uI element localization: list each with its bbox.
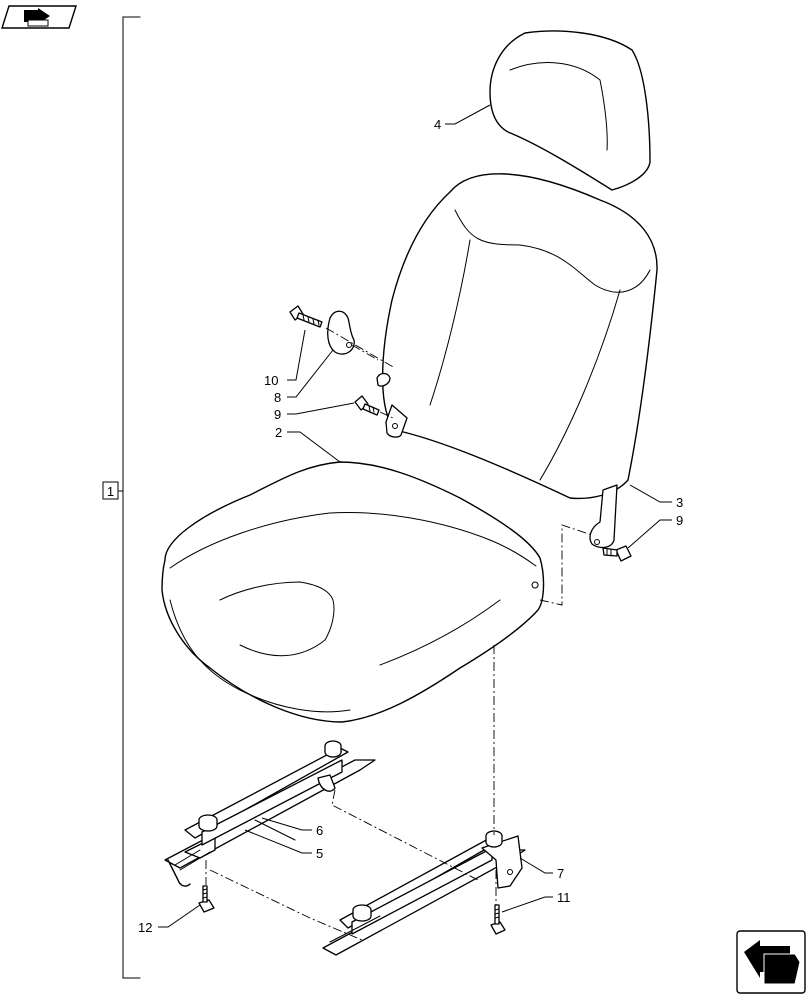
headrest <box>489 30 651 191</box>
seat-slide-rail-left <box>164 740 376 887</box>
backrest-bracket-left <box>385 404 408 438</box>
callout-5: 5 <box>316 846 323 861</box>
callout-11: 11 <box>557 890 571 905</box>
callout-12: 12 <box>138 920 152 935</box>
nav-arrow-tag-icon[interactable] <box>1 5 77 29</box>
callout-7: 7 <box>557 866 564 881</box>
callout-labels: 4 2 3 9 10 8 9 6 5 7 11 12 <box>138 117 683 935</box>
backrest <box>376 173 658 500</box>
next-page-arrow-icon[interactable] <box>736 930 806 994</box>
assembly-bracket: 1 <box>102 16 141 979</box>
alignment-lines <box>205 327 593 941</box>
callout-6: 6 <box>316 823 323 838</box>
callout-10: 10 <box>264 373 278 388</box>
callout-8: 8 <box>274 390 281 405</box>
assembly-number: 1 <box>107 484 114 499</box>
bolt-9-right <box>602 545 632 562</box>
recline-lever-8 <box>327 310 355 355</box>
callout-3: 3 <box>676 495 683 510</box>
bolt-9-left <box>354 395 380 416</box>
callout-9-left: 9 <box>274 407 281 422</box>
callout-2: 2 <box>275 425 282 440</box>
backrest-bracket-right <box>589 484 618 549</box>
seat-cushion <box>161 461 545 723</box>
callout-4: 4 <box>434 117 441 132</box>
bolt-10 <box>289 305 323 328</box>
callout-leaders <box>158 104 672 928</box>
callout-9-right: 9 <box>676 513 683 528</box>
bolt-12 <box>198 885 215 913</box>
seat-slide-rail-right <box>322 830 526 956</box>
bolt-11 <box>490 904 506 935</box>
